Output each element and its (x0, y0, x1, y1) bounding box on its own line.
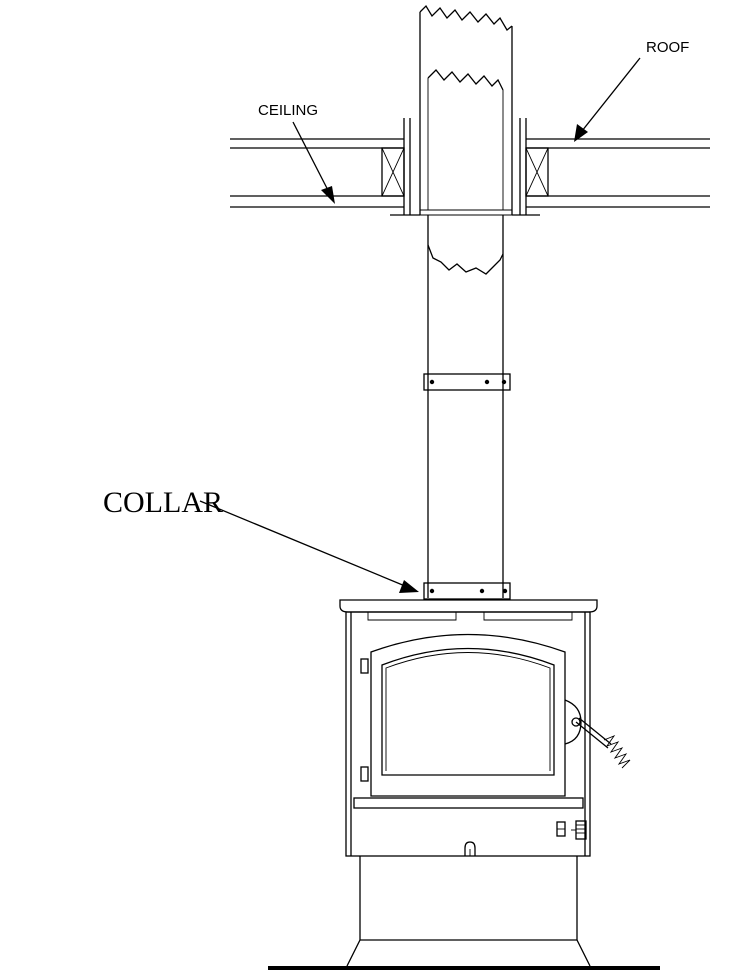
stove (339, 599, 631, 857)
collar-arrowhead (399, 580, 419, 593)
door-handle[interactable] (564, 699, 631, 769)
door-hinge-top (360, 658, 369, 674)
roof-label: ROOF (646, 39, 689, 56)
ash-latch[interactable] (464, 841, 476, 856)
roof-arrowhead (574, 124, 588, 142)
collar-callout: COLLAR (103, 486, 419, 593)
ceiling-framing (230, 138, 710, 208)
ceiling-label: CEILING (258, 102, 318, 119)
stove-pedestal (268, 856, 660, 970)
chimney-pipe (419, 4, 513, 598)
door-hinge-bottom (360, 766, 369, 782)
collar (423, 582, 511, 600)
ceiling-support-box (390, 118, 540, 216)
ceiling-arrowhead (321, 186, 335, 204)
ceiling-callout: CEILING (258, 102, 335, 204)
roof-callout: ROOF (574, 39, 689, 142)
stove-door (360, 633, 566, 797)
